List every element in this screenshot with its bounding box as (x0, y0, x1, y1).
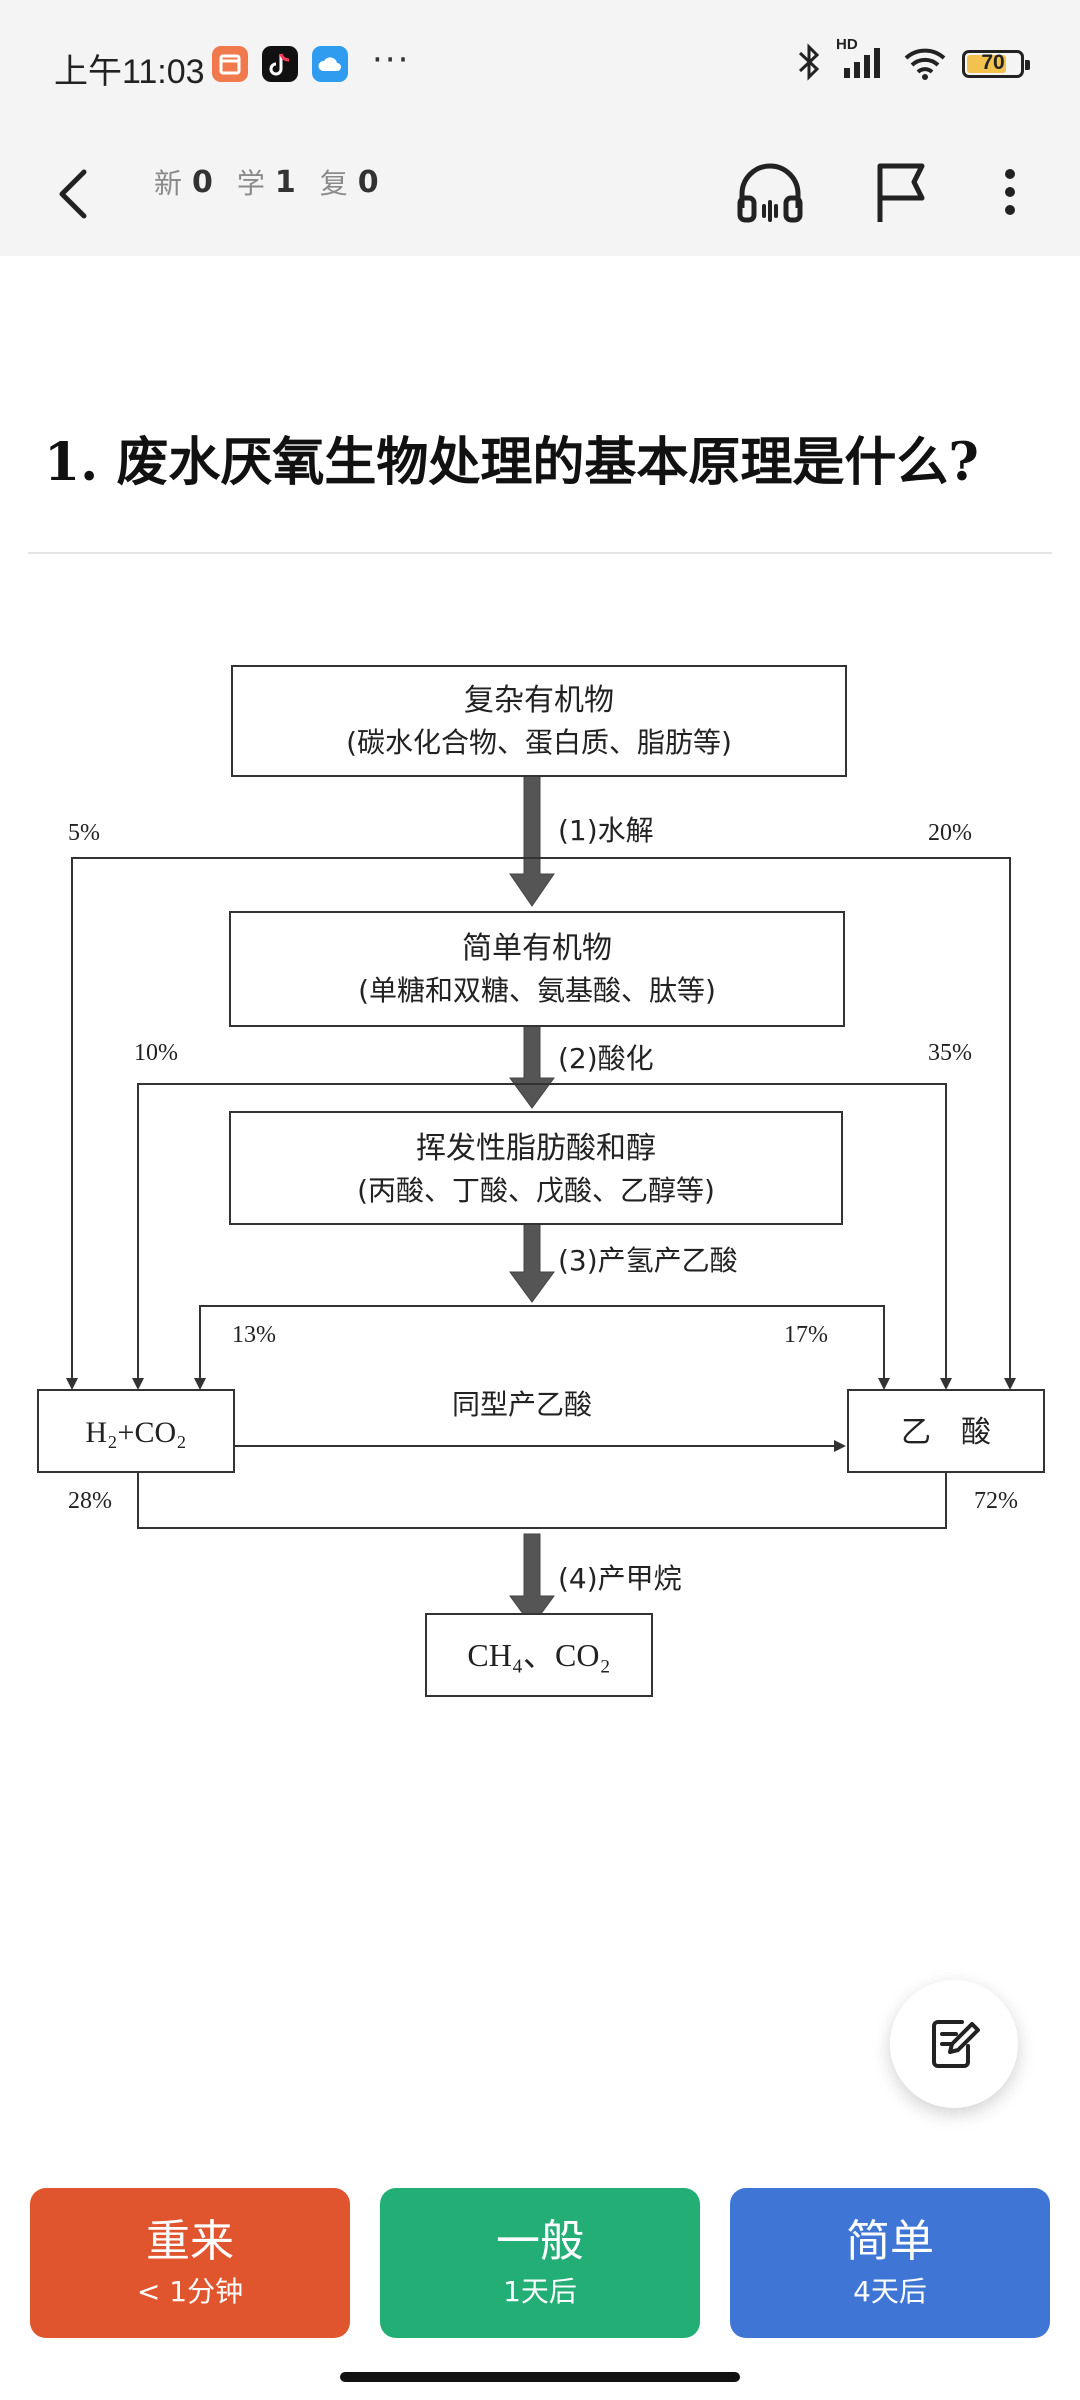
question-title: 1. 废水厌氧生物处理的基本原理是什么? (44, 432, 979, 493)
good-interval: 1天后 (503, 2275, 577, 2308)
easy-button[interactable]: 简单 4天后 (730, 2188, 1050, 2338)
pct-10: 10% (134, 1040, 178, 1066)
acetic-acid-label: 乙 酸 (901, 1415, 991, 1450)
pct-17: 17% (784, 1322, 828, 1348)
step-hydrolysis: (1)水解 (558, 814, 654, 847)
battery-icon: 70 (962, 50, 1030, 78)
pct-28: 28% (68, 1488, 112, 1514)
simple-organics-title: 简单有机物 (462, 931, 612, 966)
pct-13: 13% (232, 1322, 276, 1348)
study-counters: 新 0 学 1 复 0 (154, 162, 393, 202)
vfa-title: 挥发性脂肪酸和醇 (416, 1131, 656, 1166)
status-right: HD 70 (796, 36, 1030, 86)
edit-note-button[interactable] (890, 1980, 1018, 2108)
more-notifications-icon: ··· (372, 40, 411, 80)
good-button[interactable]: 一般 1天后 (380, 2188, 700, 2338)
new-count: 0 (192, 164, 213, 200)
status-bar: 上午11:03 ··· HD 70 (0, 0, 1080, 130)
edit-note-icon (932, 2020, 980, 2068)
easy-label: 简单 (846, 2216, 934, 2267)
anaerobic-process-diagram: 复杂有机物 (碳水化合物、蛋白质、脂肪等) 简单有机物 (单糖和双糖、氨基酸、肽… (28, 646, 1054, 1718)
diagram-svg: 复杂有机物 (碳水化合物、蛋白质、脂肪等) 简单有机物 (单糖和双糖、氨基酸、肽… (28, 646, 1054, 1718)
top-bar: 上午11:03 ··· HD 70 (0, 0, 1080, 256)
more-vertical-icon (1005, 169, 1015, 215)
learn-count: 1 (274, 164, 296, 200)
simple-organics-box (229, 911, 845, 1027)
new-label: 新 (154, 167, 183, 200)
battery-fill (967, 55, 1007, 73)
bluetooth-icon (796, 42, 822, 86)
pct-5: 5% (68, 820, 100, 846)
h2-co2-label: H₂+CO₂ (85, 1416, 186, 1449)
step-acetogenesis: (3)产氢产乙酸 (558, 1244, 738, 1277)
branch-lines (66, 857, 1016, 1529)
h2-co2-box (37, 1389, 235, 1473)
network-type: HD (836, 36, 858, 53)
back-icon (59, 169, 87, 219)
wifi-icon (902, 42, 948, 86)
flag-button[interactable] (862, 152, 942, 232)
back-button[interactable] (44, 154, 104, 234)
learn-label: 学 (236, 167, 265, 200)
app-notification-icon (212, 46, 248, 82)
homoacetogenesis-label: 同型产乙酸 (452, 1388, 592, 1421)
step-methanogenesis: (4)产甲烷 (558, 1562, 682, 1595)
pct-20: 20% (928, 820, 972, 846)
review-label: 复 (319, 167, 348, 200)
complex-organics-sub: (碳水化合物、蛋白质、脂肪等) (346, 726, 732, 759)
pct-72: 72% (974, 1488, 1018, 1514)
tiktok-notification-icon (262, 46, 298, 82)
nav-bar: 新 0 学 1 复 0 (0, 130, 1080, 256)
cloud-notification-icon (312, 46, 348, 82)
main-flow-arrows (509, 775, 555, 1627)
methane-label: CH₄、CO₂ (467, 1637, 610, 1673)
headphones-icon (737, 163, 803, 223)
vfa-box (229, 1111, 843, 1225)
complex-organics-box (231, 665, 847, 777)
again-button[interactable]: 重来 < 1分钟 (30, 2188, 350, 2338)
divider (28, 552, 1052, 554)
easy-interval: 4天后 (853, 2275, 927, 2308)
simple-organics-sub: (单糖和双糖、氨基酸、肽等) (358, 974, 716, 1007)
signal-icon: HD (836, 36, 888, 86)
again-label: 重来 (146, 2216, 234, 2267)
flag-icon (877, 163, 925, 222)
methane-box (425, 1613, 653, 1697)
audio-button[interactable] (730, 152, 810, 232)
pct-35: 35% (928, 1040, 972, 1066)
battery-level: 70 (981, 51, 1005, 74)
vfa-sub: (丙酸、丁酸、戊酸、乙醇等) (357, 1174, 715, 1207)
more-options-button[interactable] (980, 152, 1040, 232)
status-time: 上午11:03 (54, 53, 205, 91)
step-acidification: (2)酸化 (558, 1042, 654, 1075)
again-interval: < 1分钟 (136, 2275, 244, 2308)
review-count: 0 (357, 164, 379, 200)
complex-organics-title: 复杂有机物 (464, 683, 614, 718)
good-label: 一般 (496, 2216, 584, 2267)
home-indicator[interactable] (340, 2372, 740, 2382)
